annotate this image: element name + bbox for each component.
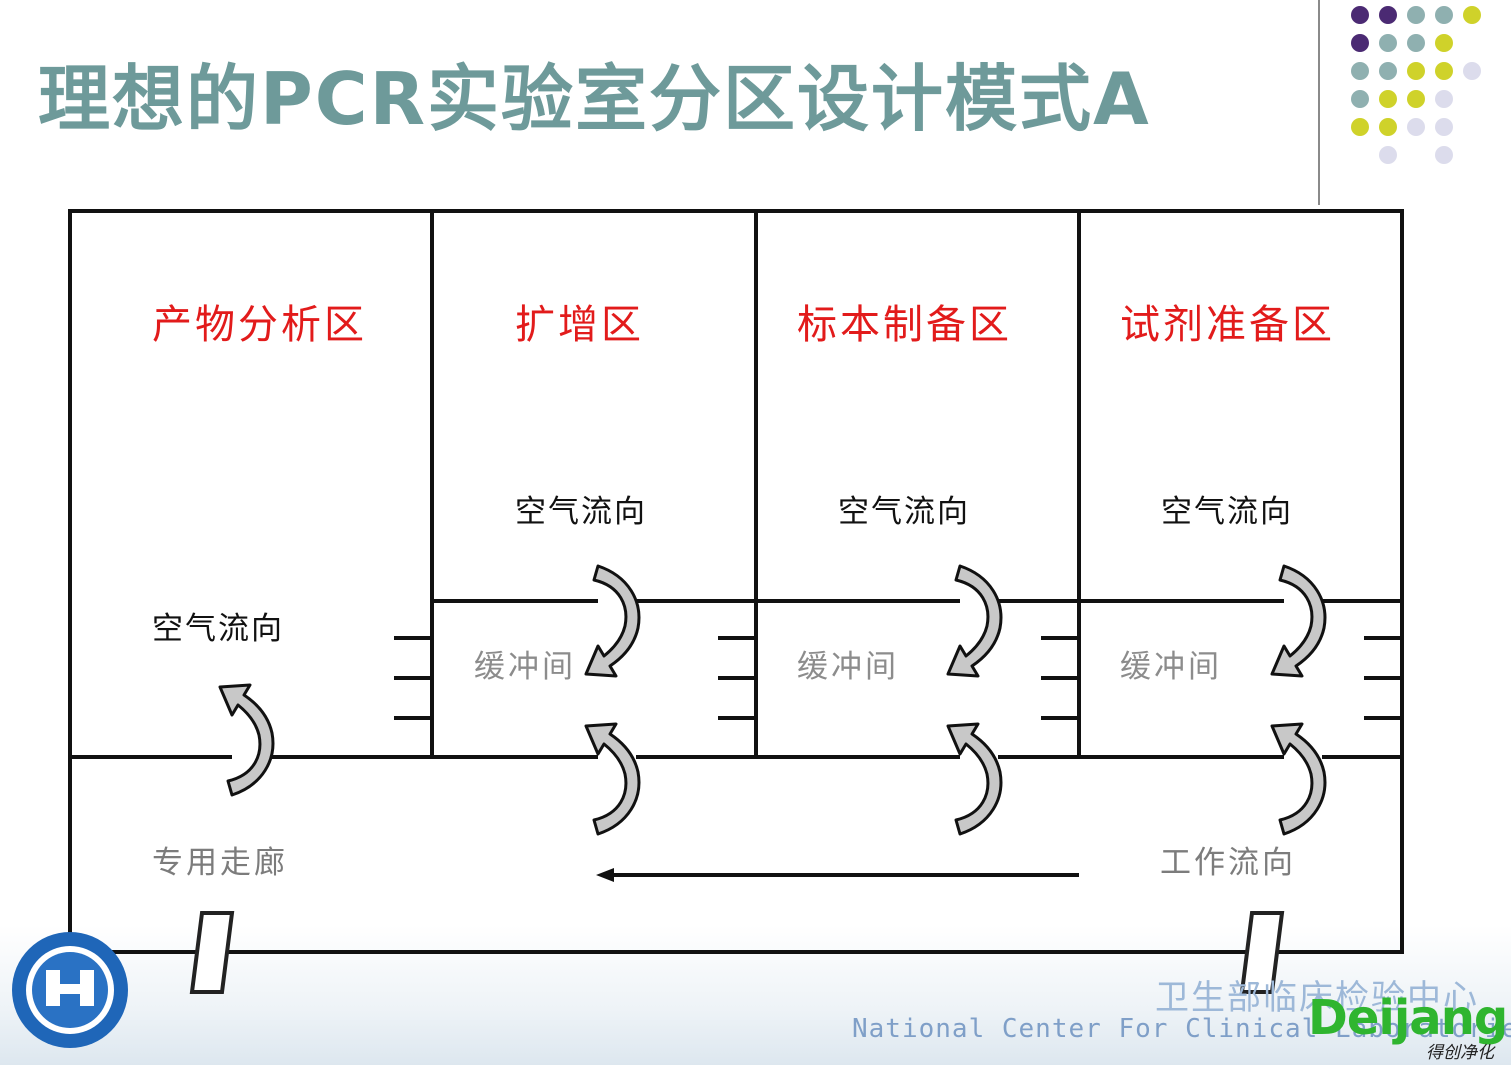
vent-icon (394, 636, 432, 720)
title-divider (1318, 0, 1320, 205)
brand-subtitle: 得创净化 (1426, 1043, 1494, 1063)
curved-arrow-icon (946, 564, 1003, 678)
curved-arrow-icon (584, 564, 641, 678)
organization-name-en: National Center For Clinical Laboratorie… (852, 1014, 1511, 1044)
zone-title-product-analysis: 产物分析区 (152, 302, 367, 348)
curved-arrow-icon (1270, 722, 1327, 836)
work-flow-label: 工作流向 (1160, 845, 1296, 881)
air-flow-label: 空气流向 (1161, 494, 1293, 530)
buffer-room-label: 缓冲间 (1120, 649, 1222, 685)
work-flow-arrowhead (596, 868, 614, 882)
center-logo-icon (12, 932, 128, 1048)
door-icon (189, 911, 235, 994)
zone-title-reagent-prep: 试剂准备区 (1120, 302, 1335, 348)
curved-arrow-icon (946, 722, 1003, 836)
air-flow-label: 空气流向 (152, 611, 284, 647)
decorative-dot-grid (1351, 6, 1481, 164)
slide-title: 理想的PCR实验室分区设计模式A (38, 57, 1151, 141)
building-outline (68, 209, 1404, 954)
vent-icon (718, 636, 756, 720)
air-flow-label: 空气流向 (838, 494, 970, 530)
door-icon (1239, 911, 1285, 994)
curved-arrow-icon (1270, 564, 1327, 678)
buffer-room-label: 缓冲间 (797, 649, 899, 685)
brand-watermark: Deijang (1308, 990, 1508, 1046)
corridor-label: 专用走廊 (152, 845, 288, 881)
curved-arrow-icon (584, 722, 641, 836)
curved-arrow-icon (218, 683, 275, 797)
buffer-room-label: 缓冲间 (474, 649, 576, 685)
organization-name-cn: 卫生部临床检验中心 (1155, 978, 1479, 1018)
vent-icon (1364, 636, 1402, 720)
vent-icon (1041, 636, 1079, 720)
zone-title-sample-prep: 标本制备区 (797, 302, 1012, 348)
zone-title-amplification: 扩增区 (515, 302, 644, 348)
air-flow-label: 空气流向 (515, 494, 647, 530)
